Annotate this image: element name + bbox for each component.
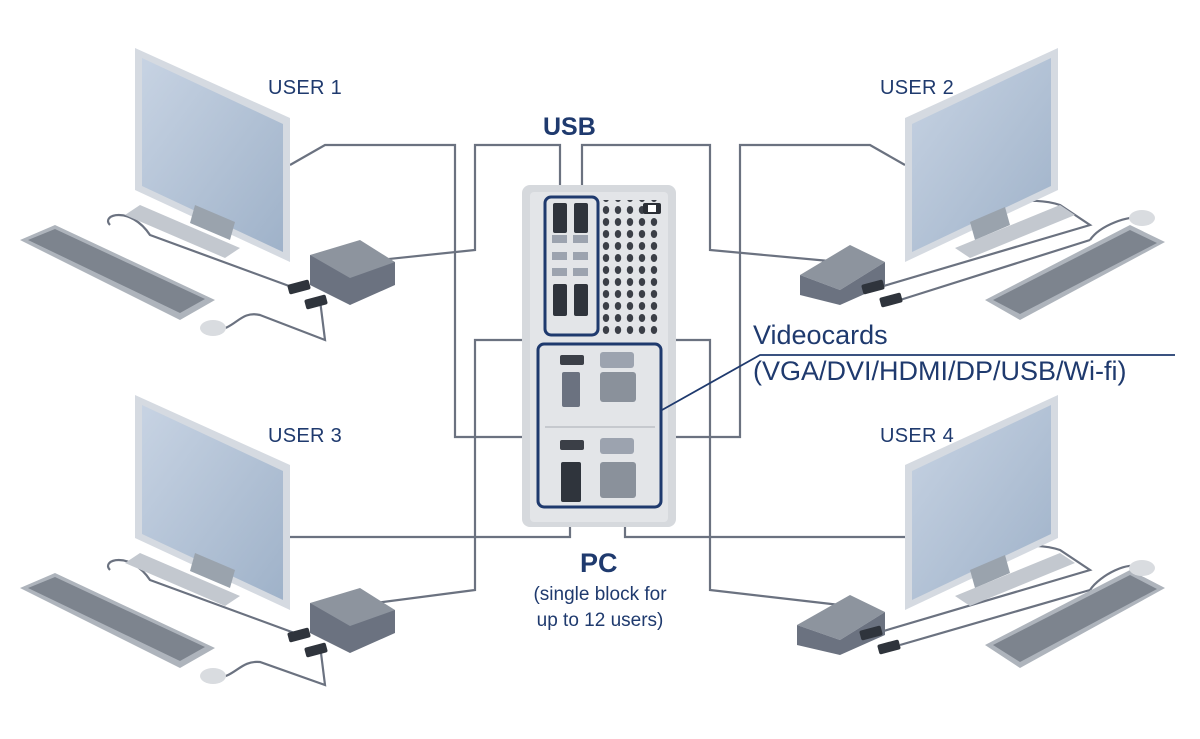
usb-ports (552, 235, 588, 276)
videocards-pointer (661, 354, 1175, 411)
videocard-highlight (536, 342, 663, 509)
mouse-user-1 (200, 320, 226, 336)
hub-user-1 (310, 240, 395, 305)
mouse-user-4 (1129, 560, 1155, 576)
workstation-user-3 (20, 395, 395, 684)
workstation-user-2 (800, 48, 1165, 320)
user-3-label: USER 3 (268, 425, 343, 447)
mouse-user-2 (1129, 210, 1155, 226)
usb-highlight (543, 195, 600, 337)
user-4-label: USER 4 (880, 425, 955, 447)
pc-tower (522, 185, 1175, 527)
videocards-title: Videocards (753, 320, 888, 350)
hub-user-3 (310, 588, 395, 653)
user-1-label: USER 1 (268, 77, 343, 99)
hub-user-2 (800, 245, 885, 290)
pc-subtitle-line-2: up to 12 users) (536, 610, 664, 631)
hub-user-4 (797, 595, 885, 640)
workstation-user-4 (797, 395, 1165, 668)
usb-label: USB (543, 113, 596, 141)
videocards-subtitle: (VGA/DVI/HDMI/DP/USB/Wi-fi) (753, 356, 1127, 386)
pc-title: PC (580, 548, 618, 578)
user-2-label: USER 2 (880, 77, 955, 99)
workstation-user-1 (20, 48, 395, 336)
video-connectors (560, 352, 636, 502)
mouse-user-3 (200, 668, 226, 684)
vent-grille (600, 200, 662, 335)
pc-subtitle-line-1: (single block for (533, 584, 667, 605)
usb-plugs (553, 203, 588, 316)
